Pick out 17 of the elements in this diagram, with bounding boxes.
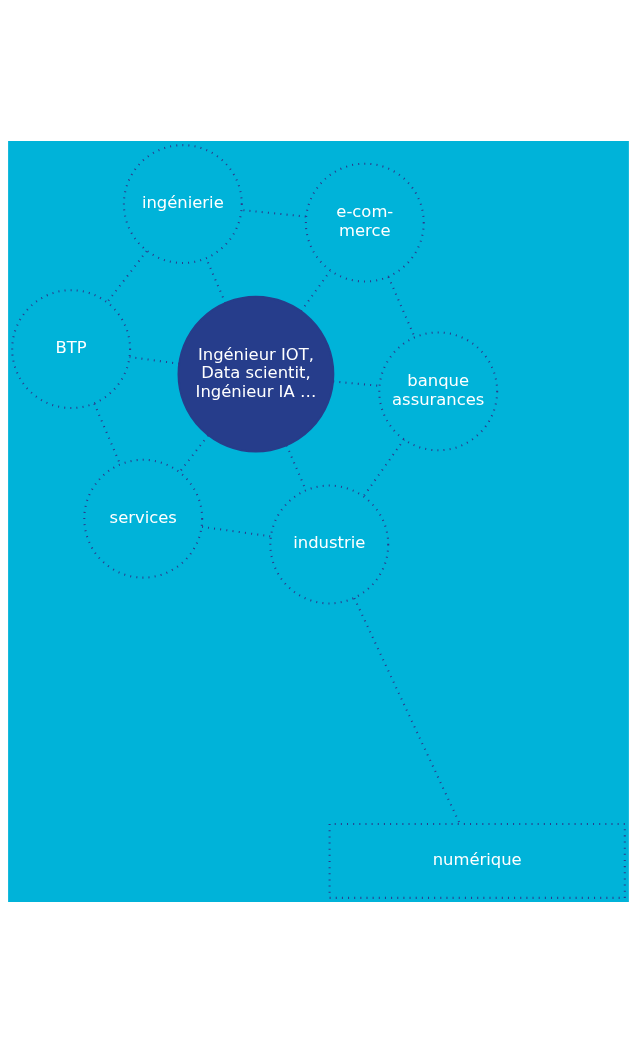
node-circle: BTP [11,289,132,410]
connector [179,434,209,473]
connector [333,380,380,387]
connector [353,597,461,825]
connector [300,270,331,312]
node-circle: services [83,458,204,579]
connector [201,525,271,538]
node-circle: industrie [269,484,390,605]
node-circle: e-com- merce [304,162,425,283]
node-circle: banque assurances [378,331,499,452]
node-circle: ingénierie [122,144,243,264]
connector [362,438,405,497]
node-box: numérique [328,823,626,899]
connector [387,276,416,338]
node-circle: Ingénieur IOT, Data scientit, Ingénieur IA … [177,295,335,453]
connector [106,250,148,303]
connector [241,209,306,218]
